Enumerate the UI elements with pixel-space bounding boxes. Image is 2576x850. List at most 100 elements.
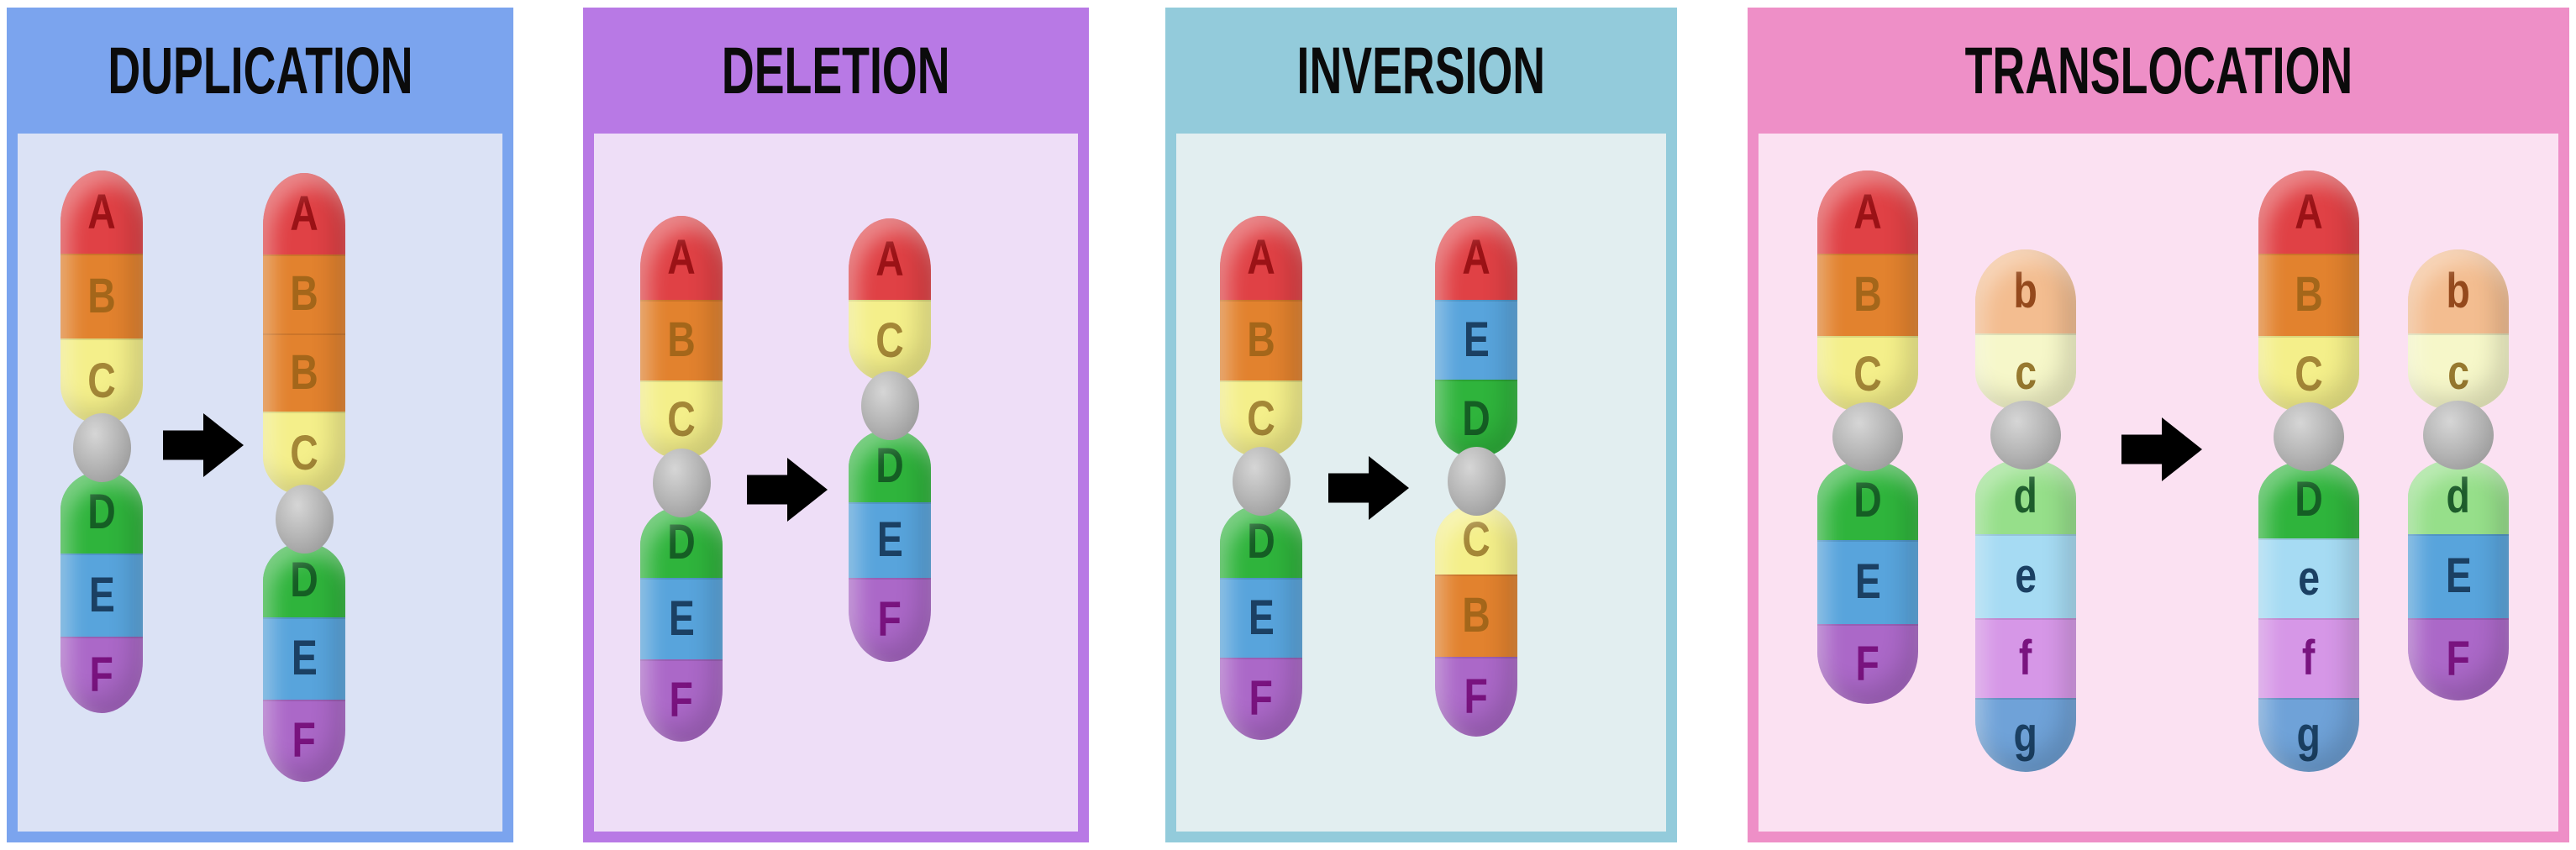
segment-label: E	[2445, 548, 2472, 603]
segment-label: C	[1462, 512, 1490, 567]
chromosome-segment-d: d	[2408, 459, 2509, 534]
segment-label: g	[2296, 707, 2321, 762]
chromosome-segment-F: F	[1435, 657, 1517, 737]
chromosome-segment-E: E	[60, 554, 143, 637]
segment-label: B	[2295, 267, 2323, 322]
segment-label: A	[2295, 184, 2323, 239]
chromosome-segment-d: d	[1975, 459, 2076, 534]
segment-label: e	[2298, 550, 2320, 606]
chromosome-segment-E: E	[640, 578, 723, 659]
chromosome-segment-C: C	[849, 300, 931, 382]
segment-label: d	[2013, 469, 2038, 523]
segment-label: e	[2015, 548, 2037, 603]
segment-label: E	[291, 631, 318, 685]
segment-label: A	[290, 186, 318, 241]
segment-label: D	[87, 485, 116, 539]
chromosome-segment-E: E	[1817, 540, 1918, 624]
segment-label: E	[1463, 312, 1490, 367]
chromosome-segment-B: B	[263, 333, 345, 412]
chromosome-segment-E: E	[2408, 534, 2509, 618]
chromosome-segment-e: e	[1975, 534, 2076, 618]
chromosome-segment-E: E	[263, 617, 345, 700]
segment-label: E	[88, 567, 115, 622]
centromere	[2423, 401, 2494, 470]
segment-label: B	[1247, 312, 1275, 367]
segment-label: D	[1462, 391, 1490, 446]
segment-label: d	[2446, 469, 2471, 523]
chromosome-segment-C: C	[263, 412, 345, 496]
chromosome-segment-C: C	[1435, 505, 1517, 575]
segment-label: A	[87, 184, 116, 239]
segment-label: A	[1247, 230, 1275, 285]
chromosome-segment-A: A	[1817, 171, 1918, 254]
centromere	[275, 485, 334, 554]
chromosome-segment-B: B	[1817, 254, 1918, 336]
panel-title: DUPLICATION	[107, 33, 413, 108]
chromosome-segment-B: B	[263, 254, 345, 333]
segment-label: D	[667, 514, 696, 569]
chromosome-segment-D: D	[60, 471, 143, 554]
segment-label: C	[290, 426, 318, 480]
chromosome-segment-F: F	[2408, 618, 2509, 700]
centromere	[2274, 402, 2344, 471]
chromosome-segment-C: C	[60, 338, 143, 424]
segment-label: C	[875, 313, 904, 368]
centromere	[1832, 402, 1903, 471]
panel-header: TRANSLOCATION	[1748, 8, 2569, 134]
segment-label: F	[292, 713, 317, 768]
centromere	[860, 371, 919, 440]
chromosome-segment-A: A	[640, 216, 723, 300]
segment-label: E	[876, 512, 903, 567]
chromosome-segment-A: A	[1435, 216, 1517, 300]
segment-label: f	[2302, 630, 2316, 685]
panel-header: INVERSION	[1165, 8, 1677, 134]
chromosome-segment-A: A	[263, 173, 345, 254]
chromosome-segment-F: F	[1220, 658, 1302, 740]
chromosome-segment-b: b	[1975, 249, 2076, 333]
chromosome-segment-F: F	[849, 578, 931, 662]
segment-label: F	[877, 592, 902, 647]
segment-label: D	[1853, 472, 1882, 527]
centromere	[1232, 447, 1291, 516]
chromosome-segment-D: D	[1435, 380, 1517, 458]
chromosome-segment-C: C	[640, 380, 723, 459]
segment-label: A	[875, 231, 904, 286]
segment-label: F	[2446, 632, 2471, 686]
segment-label: A	[1853, 184, 1882, 239]
segment-label: F	[669, 673, 694, 727]
segment-label: B	[1853, 267, 1882, 322]
segment-label: g	[2013, 707, 2038, 762]
segment-label: E	[1854, 554, 1881, 609]
centromere	[1990, 401, 2061, 470]
segment-label: B	[87, 268, 116, 323]
segment-label: b	[2013, 264, 2038, 318]
segment-label: A	[1462, 230, 1490, 285]
